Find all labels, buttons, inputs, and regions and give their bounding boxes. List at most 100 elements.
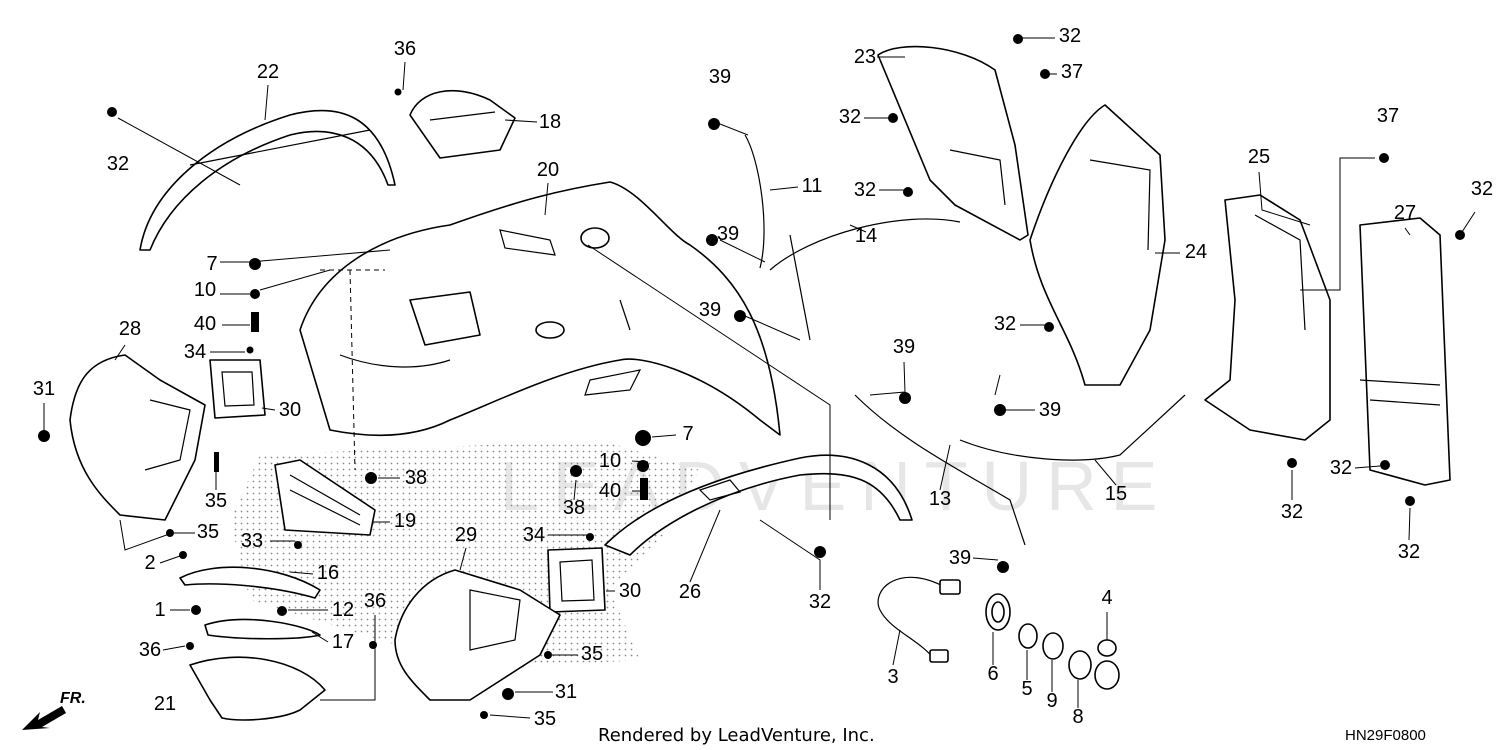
- callout-35[interactable]: 35: [197, 521, 219, 543]
- callout-37[interactable]: 37: [1061, 61, 1083, 83]
- part-20-front-body[interactable]: [299, 181, 781, 436]
- callout-14[interactable]: 14: [855, 225, 877, 247]
- callout-36[interactable]: 36: [364, 590, 386, 612]
- callout-24[interactable]: 24: [1185, 241, 1207, 263]
- callout-25[interactable]: 25: [1248, 146, 1270, 168]
- callout-7[interactable]: 7: [682, 423, 693, 445]
- diagram-code: HN29F0800: [1345, 727, 1426, 744]
- callout-15[interactable]: 15: [1105, 483, 1127, 505]
- callout-35[interactable]: 35: [205, 490, 227, 512]
- callout-13[interactable]: 13: [929, 488, 951, 510]
- callout-31[interactable]: 31: [555, 681, 577, 703]
- callout-32[interactable]: 32: [994, 313, 1016, 335]
- footer-credit: Rendered by LeadVenture, Inc.: [598, 725, 875, 746]
- callout-27[interactable]: 27: [1394, 202, 1416, 224]
- part-3-harness[interactable]: [877, 576, 961, 663]
- callout-10[interactable]: 10: [194, 279, 216, 301]
- callout-32[interactable]: 32: [1281, 501, 1303, 523]
- callout-38[interactable]: 38: [563, 497, 585, 519]
- callout-29[interactable]: 29: [455, 524, 477, 546]
- part-6-socket[interactable]: [985, 593, 1011, 631]
- callout-39[interactable]: 39: [893, 336, 915, 358]
- callout-21[interactable]: 21: [154, 693, 176, 715]
- leader-lines: [43, 37, 1476, 719]
- callout-23[interactable]: 23: [854, 46, 876, 68]
- callout-26[interactable]: 26: [679, 581, 701, 603]
- callout-39[interactable]: 39: [1039, 399, 1061, 421]
- callout-35[interactable]: 35: [534, 708, 556, 730]
- part-26-lower-fender[interactable]: [604, 454, 913, 556]
- part-4-cap[interactable]: [1094, 639, 1120, 690]
- callout-19[interactable]: 19: [394, 510, 416, 532]
- callout-30[interactable]: 30: [279, 399, 301, 421]
- callout-38[interactable]: 38: [405, 467, 427, 489]
- callout-32[interactable]: 32: [1471, 178, 1493, 200]
- callout-39[interactable]: 39: [717, 223, 739, 245]
- callout-32[interactable]: 32: [1398, 541, 1420, 563]
- callout-32[interactable]: 32: [1330, 457, 1352, 479]
- callout-1[interactable]: 1: [154, 599, 165, 621]
- callout-32[interactable]: 32: [107, 153, 129, 175]
- callout-33[interactable]: 33: [241, 530, 263, 552]
- callout-34[interactable]: 34: [523, 524, 545, 546]
- callout-20[interactable]: 20: [537, 159, 559, 181]
- callout-22[interactable]: 22: [257, 61, 279, 83]
- callout-17[interactable]: 17: [332, 631, 354, 653]
- part-13-rod[interactable]: [854, 394, 1026, 546]
- part-24-right-body[interactable]: [1029, 104, 1166, 386]
- part-23-inner-panel[interactable]: [877, 45, 1029, 241]
- callout-37[interactable]: 37: [1377, 105, 1399, 127]
- front-direction-indicator: FR.: [22, 690, 86, 730]
- callout-8[interactable]: 8: [1072, 706, 1083, 728]
- callout-32[interactable]: 32: [839, 106, 861, 128]
- callout-30[interactable]: 30: [619, 580, 641, 602]
- part-16-plate[interactable]: [179, 566, 321, 599]
- callout-6[interactable]: 6: [987, 663, 998, 685]
- part-9-ring[interactable]: [1042, 632, 1064, 660]
- callout-32[interactable]: 32: [1059, 25, 1081, 47]
- part-30-box-lower[interactable]: [547, 547, 606, 613]
- callout-18[interactable]: 18: [539, 111, 561, 133]
- callout-34[interactable]: 34: [184, 341, 206, 363]
- callout-40[interactable]: 40: [599, 480, 621, 502]
- callout-36[interactable]: 36: [394, 38, 416, 60]
- part-11-rod[interactable]: [744, 134, 765, 269]
- callout-31[interactable]: 31: [33, 378, 55, 400]
- callout-39[interactable]: 39: [949, 547, 971, 569]
- part-30-box-upper[interactable]: [209, 359, 266, 419]
- callout-3[interactable]: 3: [887, 666, 898, 688]
- part-5-ring[interactable]: [1018, 623, 1038, 649]
- callout-28[interactable]: 28: [119, 318, 141, 340]
- fasteners: [38, 34, 1465, 719]
- callout-32[interactable]: 32: [854, 179, 876, 201]
- callout-35[interactable]: 35: [581, 643, 603, 665]
- part-28-left-panel[interactable]: [69, 354, 206, 521]
- part-29-lower-panel[interactable]: [394, 569, 561, 701]
- part-18-lid[interactable]: [409, 89, 516, 159]
- callout-4[interactable]: 4: [1101, 587, 1112, 609]
- callout-7[interactable]: 7: [206, 253, 217, 275]
- callout-9[interactable]: 9: [1046, 690, 1057, 712]
- part-15-rod[interactable]: [959, 394, 1186, 461]
- part-8-ring[interactable]: [1068, 650, 1092, 680]
- callout-32[interactable]: 32: [809, 591, 831, 613]
- front-label: FR.: [60, 690, 86, 707]
- callout-39[interactable]: 39: [709, 66, 731, 88]
- callout-39[interactable]: 39: [699, 299, 721, 321]
- callout-12[interactable]: 12: [332, 599, 354, 621]
- callout-40[interactable]: 40: [194, 313, 216, 335]
- part-27-side-panel[interactable]: [1359, 217, 1451, 486]
- front-arrow-icon: [22, 706, 66, 730]
- callout-11[interactable]: 11: [802, 175, 823, 197]
- callout-36[interactable]: 36: [139, 639, 161, 661]
- callout-5[interactable]: 5: [1021, 678, 1032, 700]
- part-21-tray[interactable]: [189, 656, 326, 721]
- callout-16[interactable]: 16: [317, 562, 339, 584]
- part-17-seal[interactable]: [204, 618, 321, 640]
- part-22-front-fender-trim[interactable]: [139, 109, 396, 251]
- callout-10[interactable]: 10: [599, 450, 621, 472]
- part-25-side-cover[interactable]: [1204, 194, 1331, 441]
- callout-2[interactable]: 2: [144, 552, 155, 574]
